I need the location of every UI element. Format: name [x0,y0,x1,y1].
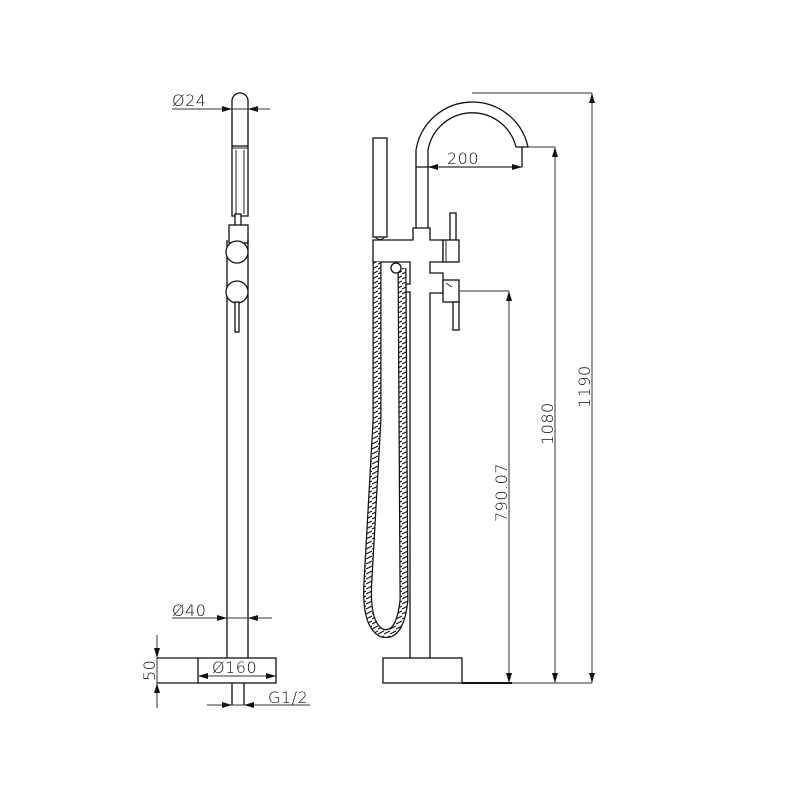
dim-column-diameter: Ø40 [172,601,206,620]
handshower-head [231,92,249,146]
diverter-lever [449,212,457,242]
handshower-body [231,145,249,217]
front-handshower [372,137,388,238]
dim-spout-reach: 200 [447,149,479,168]
side-view: Ø24 Ø40 Ø160 50 G1/2 [140,91,310,708]
mixer-handle-lever [452,301,460,331]
dim-inlet-thread: G1/2 [268,688,308,707]
dim-spout-height: 1080 [538,402,557,445]
diverter-knob [225,240,249,264]
mixer-knob [225,280,249,304]
dim-base-height: 50 [140,660,159,681]
dim-handshower-diameter: Ø24 [172,91,206,110]
mixer-handle [442,279,460,303]
dim-overall-height: 1190 [575,365,594,408]
spout-inner [427,112,517,228]
front-view: 200 790.07 1080 1190 [363,92,595,684]
front-base [382,657,463,684]
base [197,657,277,684]
dim-handle-height: 790.07 [492,463,511,522]
mixer-lever [234,301,240,333]
spout-outer [415,101,529,228]
dim-base-diameter: Ø160 [212,658,257,677]
